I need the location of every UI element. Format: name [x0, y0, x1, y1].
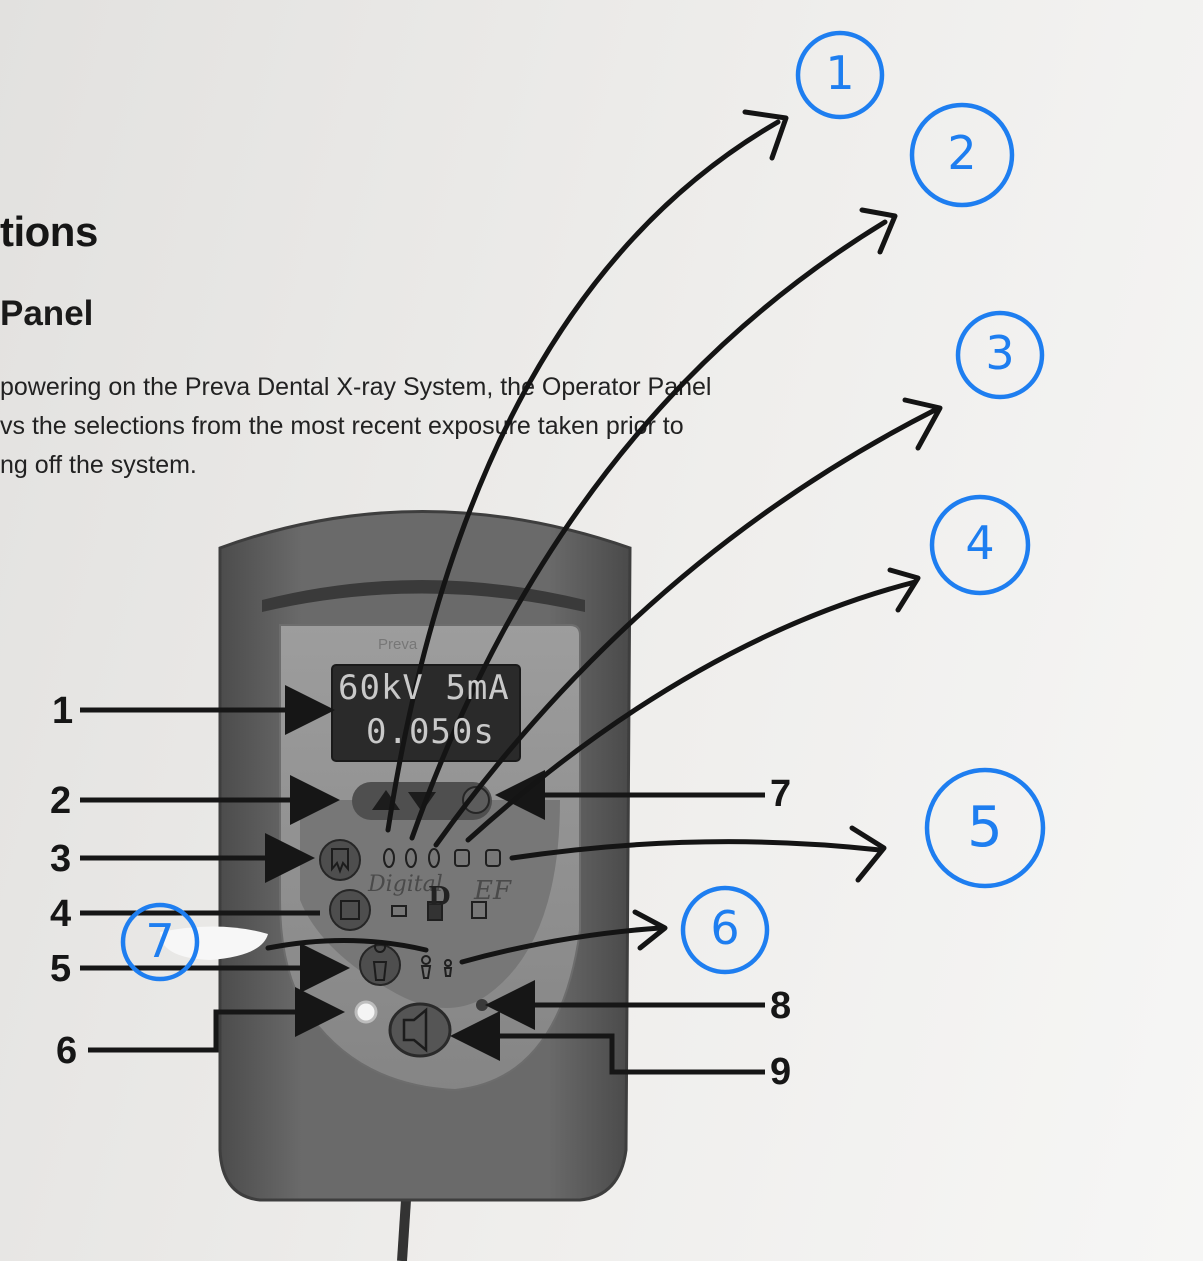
- exposure-button: [388, 1002, 452, 1058]
- receptor-type-icons: [391, 901, 487, 921]
- handwritten-arrows: [265, 109, 943, 965]
- handwritten-7: 7: [145, 914, 175, 968]
- speaker-icon: [402, 1007, 428, 1053]
- callout-7: 7: [770, 773, 792, 815]
- patient-size-icons: [420, 955, 453, 979]
- intro-paragraph: powering on the Preva Dental X-ray Syste…: [0, 368, 900, 485]
- intro-line-1: powering on the Preva Dental X-ray Syste…: [0, 373, 712, 401]
- handwritten-6: 6: [710, 901, 740, 955]
- handwritten-4: 4: [965, 516, 995, 570]
- handwritten-5: 5: [967, 795, 1003, 860]
- intro-line-2: vs the selections from the most recent e…: [0, 412, 684, 440]
- eraser-smudge: [160, 926, 268, 960]
- pencil-d: D: [428, 882, 451, 912]
- cable: [397, 1199, 411, 1261]
- lcd-line-1: 60kV 5mA: [338, 668, 510, 708]
- callout-2: 2: [50, 780, 72, 822]
- exposure-indicator: [476, 999, 488, 1011]
- callout-4: 4: [50, 893, 72, 935]
- callout-9: 9: [770, 1051, 792, 1093]
- device-top-band: [262, 580, 585, 612]
- tooth-icon: [331, 848, 349, 874]
- reset-button: [462, 786, 490, 814]
- film-icon: [340, 900, 360, 920]
- handwritten-circles: [120, 30, 1046, 982]
- handwritten-3: 3: [985, 326, 1015, 380]
- tooth-button: [319, 839, 361, 881]
- intro-line-3: ng off the system.: [0, 451, 197, 479]
- pencil-ef: EF: [474, 876, 512, 906]
- callout-1: 1: [52, 690, 74, 732]
- subsection-heading: Panel: [0, 294, 94, 333]
- patient-size-button: [359, 944, 401, 986]
- handwritten-1: 1: [825, 46, 855, 100]
- callout-5: 5: [50, 948, 72, 990]
- callout-6: 6: [56, 1030, 78, 1072]
- receptor-button: [329, 889, 371, 931]
- callout-3: 3: [50, 838, 72, 880]
- printed-leader-lines: [80, 685, 765, 1075]
- callout-8: 8: [770, 985, 792, 1027]
- lcd-line-2: 0.050s: [366, 712, 495, 752]
- tooth-type-icons: [383, 848, 501, 868]
- section-heading: tions: [0, 208, 98, 255]
- brand-label: Preva: [378, 636, 418, 653]
- handwritten-2: 2: [947, 126, 977, 180]
- ready-light: [354, 1000, 378, 1024]
- pencil-digital: Digital: [368, 872, 443, 897]
